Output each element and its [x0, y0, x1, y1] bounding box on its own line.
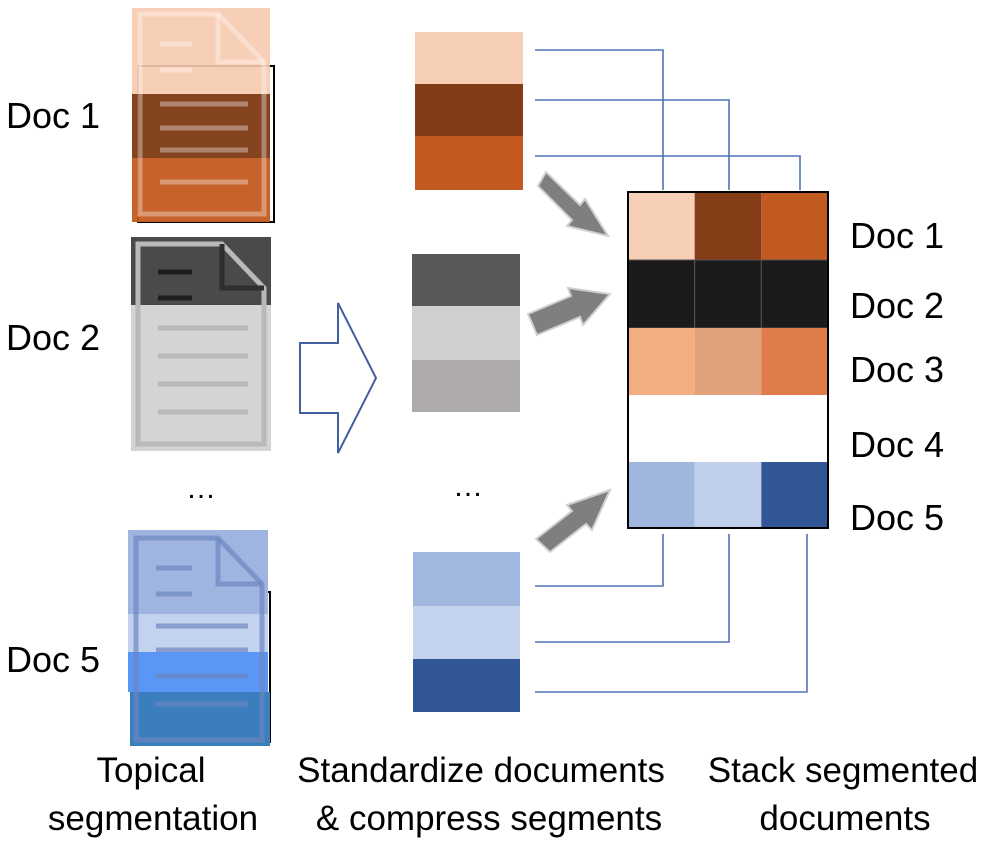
matrix-border — [627, 191, 829, 529]
middle-1-seg-2 — [415, 84, 523, 136]
middle-1-seg-3 — [415, 136, 523, 190]
matrix-cell-r4-c1 — [628, 395, 695, 462]
grey-arrows — [526, 170, 612, 554]
caption-middle-line-1: Standardize documents — [297, 751, 665, 790]
doc-1-page-icon — [137, 11, 267, 217]
doc-5-segment-1 — [128, 530, 268, 614]
caption-middle-line-2: & compress segments — [316, 799, 662, 838]
grey-arrow-1 — [536, 170, 611, 238]
middle-5-seg-3 — [413, 659, 520, 712]
connector-top-1 — [535, 49, 664, 190]
middle-2-seg-2 — [412, 306, 520, 360]
middle-group-5 — [413, 552, 520, 712]
left-doc-2: Doc 2 — [6, 237, 271, 451]
left-doc-1-label: Doc 1 — [6, 95, 100, 136]
doc-2-page-icon — [135, 241, 267, 447]
grey-arrow-2 — [526, 286, 612, 337]
left-doc-5-label: Doc 5 — [6, 639, 100, 680]
middle-group-2 — [412, 254, 520, 412]
left-doc-5: Doc 5 — [6, 530, 271, 746]
doc-5-segment-3 — [128, 652, 268, 692]
matrix-cell-r4-c2 — [694, 395, 762, 462]
matrix-cell-r1-c1 — [628, 192, 695, 260]
connector-bottom-1 — [535, 534, 664, 587]
matrix-cell-r5-c1 — [628, 462, 695, 528]
matrix-row-label-5: Doc 5 — [850, 497, 944, 538]
matrix-cell-r1-c2 — [694, 192, 762, 260]
matrix-cell-r5-c3 — [761, 462, 828, 528]
grey-arrow-3 — [534, 488, 612, 554]
matrix-cell-r2-c1 — [627, 259, 696, 329]
middle-2-seg-3 — [412, 360, 520, 412]
matrix-cell-r5-c2 — [694, 462, 762, 528]
matrix-row-label-1: Doc 1 — [850, 215, 944, 256]
connector-bottom-2 — [535, 534, 730, 643]
middle-2-seg-1 — [412, 254, 520, 306]
matrix-row-labels: Doc 1 Doc 2 Doc 3 Doc 4 Doc 5 — [850, 215, 944, 538]
matrix-row-label-3: Doc 3 — [850, 349, 944, 390]
captions: Topical segmentation Standardize documen… — [48, 751, 978, 838]
caption-right-line-2: documents — [759, 799, 930, 838]
middle-5-seg-2 — [413, 606, 520, 659]
connector-top-3 — [535, 155, 801, 190]
matrix-row-label-2: Doc 2 — [850, 285, 944, 326]
process-arrow-outline — [299, 302, 378, 454]
matrix-cell-r2-c2 — [694, 259, 762, 329]
caption-right-line-1: Stack segmented — [708, 751, 978, 790]
middle-5-seg-1 — [413, 552, 520, 606]
middle-group-1 — [415, 32, 523, 190]
doc-1-segment-2 — [132, 94, 270, 158]
matrix-row-label-4: Doc 4 — [850, 424, 944, 465]
doc-1-segment-1 — [132, 8, 270, 94]
matrix-cell-r4-c3 — [761, 395, 828, 462]
connector-top-2 — [535, 99, 730, 190]
connector-lines — [535, 49, 808, 693]
connector-bottom-3 — [535, 534, 808, 693]
caption-left-line-2: segmentation — [48, 799, 258, 838]
left-ellipsis: … — [186, 472, 216, 505]
matrix-cell-r3-c3 — [761, 328, 828, 395]
doc-1-segment-3 — [132, 158, 270, 222]
middle-ellipsis: … — [453, 470, 483, 503]
doc-5-segment-2 — [128, 614, 268, 652]
doc-5-page-icon — [133, 535, 265, 743]
left-doc-2-label: Doc 2 — [6, 317, 100, 358]
left-doc-1: Doc 1 — [6, 8, 275, 223]
matrix-cell-r3-c2 — [694, 328, 762, 395]
matrix-cell-r2-c3 — [760, 259, 829, 329]
stacked-matrix — [627, 192, 829, 528]
middle-1-seg-1 — [415, 32, 523, 84]
matrix-cell-r3-c1 — [628, 328, 695, 395]
matrix-cell-r1-c3 — [761, 192, 828, 260]
caption-left-line-1: Topical — [97, 751, 206, 790]
doc-5-segment-4 — [130, 692, 270, 746]
